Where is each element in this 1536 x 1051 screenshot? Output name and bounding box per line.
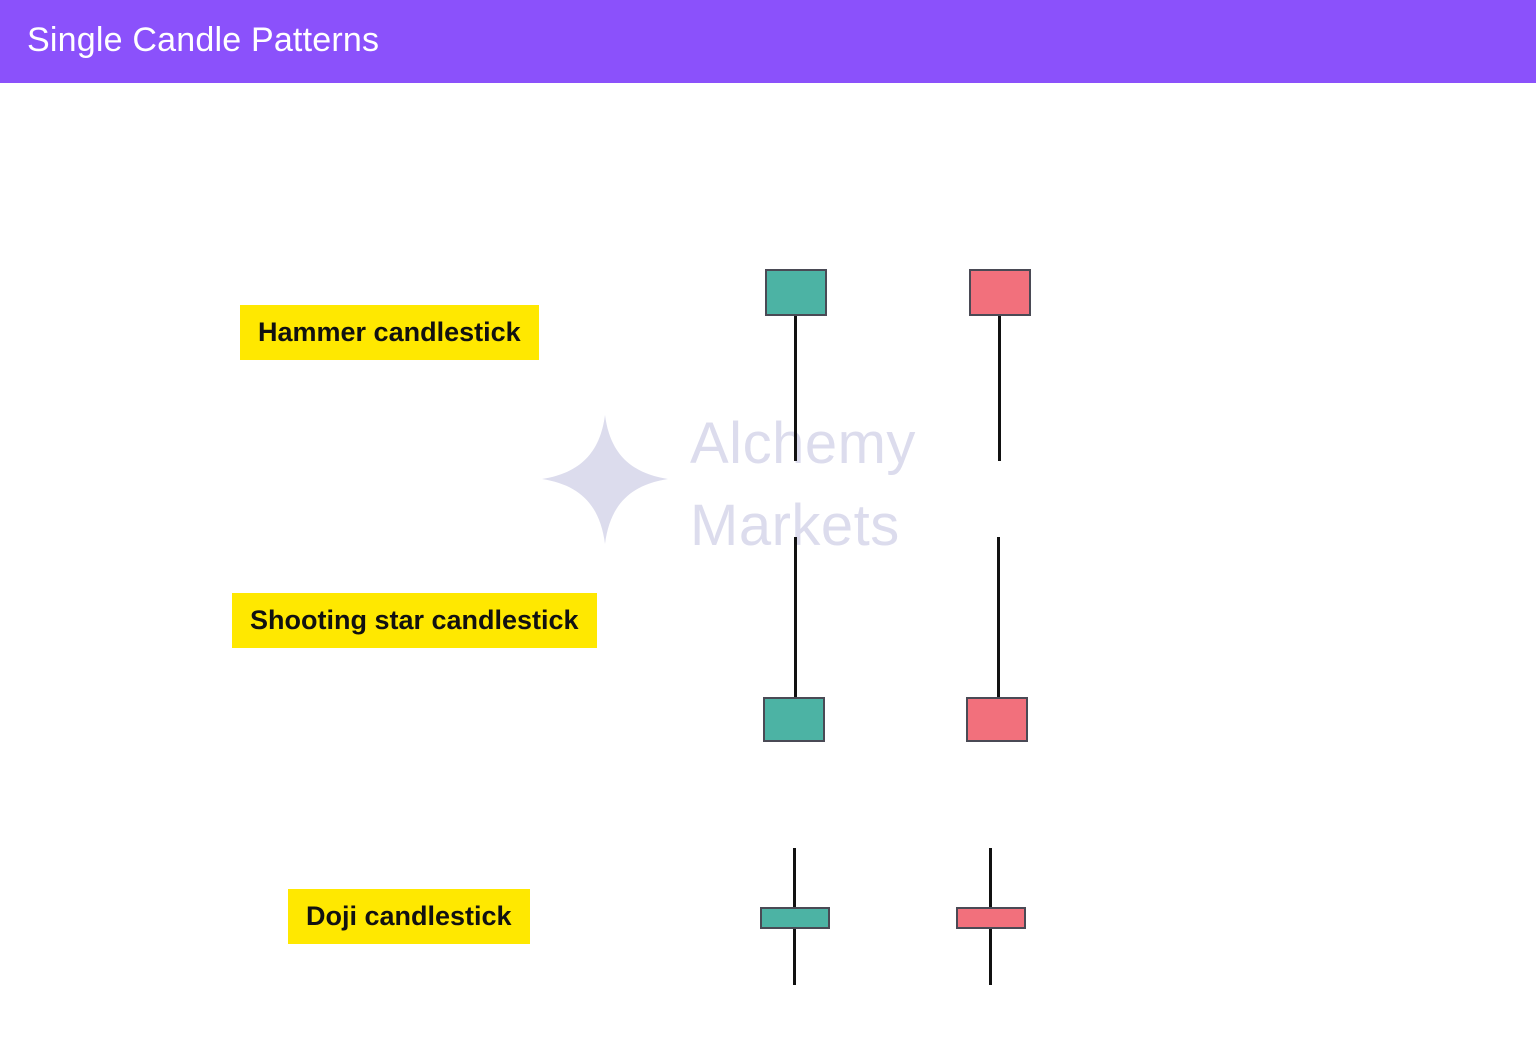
candle-wick-upper: [794, 537, 797, 702]
candle-body-bearish: [956, 907, 1026, 929]
candle-wick-lower: [998, 313, 1001, 461]
diagram-canvas: Alchemy Markets Hammer candlestick Shoot…: [0, 83, 1536, 1051]
watermark-line-2: Markets: [690, 493, 900, 558]
watermark-line-1: Alchemy: [690, 411, 916, 476]
page-title: Single Candle Patterns: [27, 21, 380, 59]
pattern-label-hammer: Hammer candlestick: [240, 305, 539, 360]
candle-body-bullish: [765, 269, 827, 316]
pattern-label-shooting-star: Shooting star candlestick: [232, 593, 597, 648]
alchemy-diamond-logo: [540, 413, 670, 548]
candle-wick-upper: [997, 537, 1000, 702]
candle-doji-bullish: [760, 848, 830, 985]
header-bar: Single Candle Patterns: [0, 0, 1536, 83]
candle-hammer-bullish: [765, 269, 827, 461]
candle-doji-bearish: [956, 848, 1026, 985]
candle-hammer-bearish: [969, 269, 1031, 461]
candle-shooting-star-bullish: [763, 537, 825, 742]
candle-wick-lower: [794, 313, 797, 461]
candle-shooting-star-bearish: [966, 537, 1028, 742]
candle-body-bearish: [966, 697, 1028, 742]
watermark-text: Alchemy Markets: [690, 403, 1010, 567]
candle-body-bullish: [760, 907, 830, 929]
candle-body-bullish: [763, 697, 825, 742]
pattern-label-doji: Doji candlestick: [288, 889, 530, 944]
candle-body-bearish: [969, 269, 1031, 316]
